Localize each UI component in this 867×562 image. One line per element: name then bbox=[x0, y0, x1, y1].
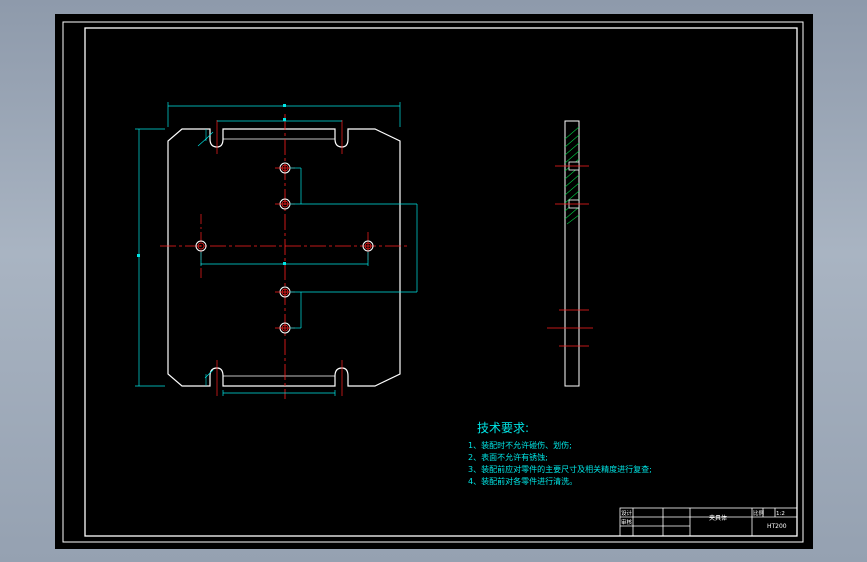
dimension-ticks bbox=[137, 104, 286, 265]
front-view bbox=[135, 102, 418, 399]
dimensions bbox=[135, 102, 418, 396]
tech-requirement-item: 4、装配前对各零件进行清洗。 bbox=[468, 476, 577, 486]
design-label: 设计 bbox=[621, 509, 633, 517]
tech-requirements-title: 技术要求: bbox=[477, 421, 529, 435]
scale-label: 比例 bbox=[753, 509, 765, 517]
outer-frame bbox=[62, 21, 804, 543]
cad-viewport[interactable]: 技术要求: 1、装配时不允许碰伤、划伤; 2、表面不允许有锈蚀; 3、装配前应对… bbox=[55, 14, 813, 549]
part-name: 夹具体 bbox=[709, 514, 727, 522]
section-hatch bbox=[564, 126, 580, 225]
material-label: HT200 bbox=[767, 523, 787, 530]
hole bbox=[362, 240, 374, 252]
scale-value: 1:2 bbox=[776, 511, 785, 517]
plate-outline bbox=[167, 128, 401, 387]
side-view bbox=[547, 120, 593, 387]
hole bbox=[195, 240, 207, 252]
inner-frame bbox=[84, 27, 798, 537]
title-block: 设计 审核 夹具体 比例 1:2 HT200 bbox=[619, 507, 798, 537]
tech-requirement-item: 3、装配前应对零件的主要尺寸及相关精度进行复查; bbox=[468, 464, 652, 474]
check-label: 审核 bbox=[621, 518, 633, 526]
side-outline bbox=[564, 120, 580, 387]
tech-requirements: 技术要求: 1、装配时不允许碰伤、划伤; 2、表面不允许有锈蚀; 3、装配前应对… bbox=[468, 421, 652, 486]
drawing-canvas: 技术要求: 1、装配时不允许碰伤、划伤; 2、表面不允许有锈蚀; 3、装配前应对… bbox=[62, 21, 804, 543]
tech-requirement-item: 2、表面不允许有锈蚀; bbox=[468, 452, 548, 462]
side-centerlines bbox=[547, 165, 593, 347]
tech-requirement-item: 1、装配时不允许碰伤、划伤; bbox=[468, 440, 572, 450]
